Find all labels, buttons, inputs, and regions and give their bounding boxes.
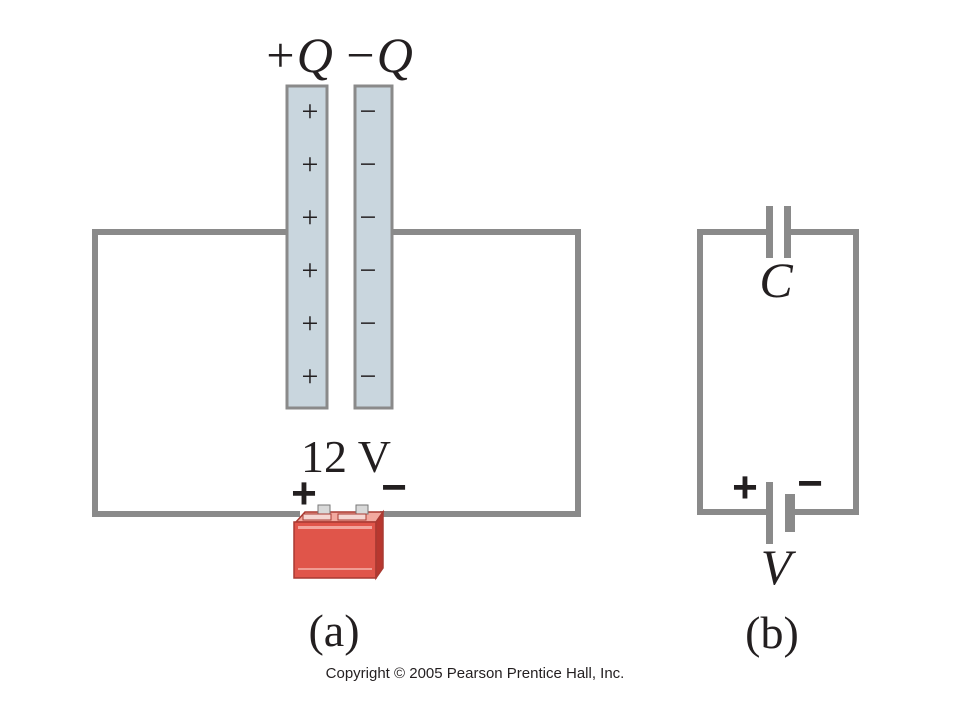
diagram-b: C + − V (b) xyxy=(697,206,859,658)
plus-sign: + xyxy=(302,201,319,234)
caption-b: (b) xyxy=(745,607,799,658)
minus-sign: − xyxy=(360,148,377,181)
plate-charge-negative-label: −Q xyxy=(343,27,413,83)
plus-sign: + xyxy=(302,95,319,128)
minus-sign: − xyxy=(360,95,377,128)
plus-sign: + xyxy=(302,360,319,393)
negative-plate xyxy=(353,84,394,410)
battery-minus-label-b: − xyxy=(797,459,823,508)
car-battery-icon xyxy=(293,504,385,581)
circuit-wire-a xyxy=(92,229,581,517)
battery-symbol xyxy=(766,482,795,544)
minus-sign: − xyxy=(360,254,377,287)
battery-voltage-label: 12 V xyxy=(301,431,391,482)
battery-minus-label: − xyxy=(381,463,407,512)
capacitor-label: C xyxy=(759,252,793,308)
battery-voltage-symbol: V xyxy=(761,539,797,595)
battery-plus-label-b: + xyxy=(732,463,758,512)
positive-plate xyxy=(285,84,329,410)
minus-sign: − xyxy=(360,360,377,393)
plus-sign: + xyxy=(302,307,319,340)
copyright-notice: Copyright © 2005 Pearson Prentice Hall, … xyxy=(326,665,625,682)
minus-sign: − xyxy=(360,307,377,340)
capacitor-symbol xyxy=(766,206,791,258)
battery-plus-label: + xyxy=(291,469,317,518)
plus-sign: + xyxy=(302,254,319,287)
circuit-wire-b xyxy=(697,229,859,515)
diagram-a: +Q −Q + + + + + + − − − − − − 12 V + − xyxy=(92,27,581,656)
minus-sign: − xyxy=(360,201,377,234)
plate-charge-positive-label: +Q xyxy=(263,27,333,83)
caption-a: (a) xyxy=(308,605,359,656)
plus-sign: + xyxy=(302,148,319,181)
